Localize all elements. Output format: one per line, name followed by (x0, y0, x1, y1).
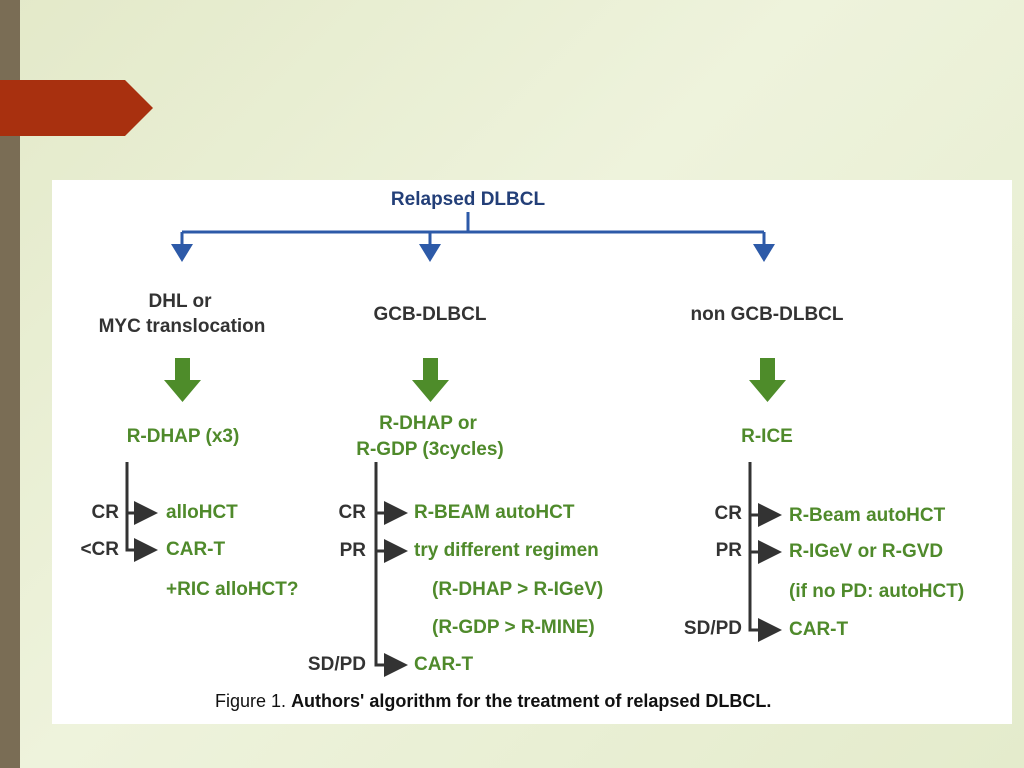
root-node-title: Relapsed DLBCL (390, 189, 546, 210)
caption-prefix: Figure 1. (215, 691, 287, 711)
col1-extra-note: +RIC alloHCT? (166, 579, 299, 600)
green-down-arrow (412, 358, 449, 402)
slide-title-tab (0, 80, 153, 136)
col2-extra-note: (R-GDP > R-MINE) (432, 617, 595, 638)
col1-heading-line1: DHL or (148, 291, 212, 312)
col1-response-outcome: CAR-T (166, 539, 226, 560)
figure-caption: Figure 1. Authors' algorithm for the tre… (215, 691, 771, 712)
blue-arrow-head (171, 244, 193, 262)
col1-response-outcome: alloHCT (166, 502, 238, 523)
col3-response-label: PR (715, 540, 742, 561)
col3-response-label: CR (714, 503, 742, 524)
col3-response-outcome: CAR-T (789, 619, 849, 640)
blue-arrow-head (419, 244, 441, 262)
col2-response-outcome: try different regimen (414, 540, 599, 561)
col1-response-label: <CR (80, 539, 119, 560)
col3-treatment: R-ICE (741, 426, 793, 447)
caption-text: Authors' algorithm for the treatment of … (291, 691, 772, 711)
col3-extra-note: (if no PD: autoHCT) (789, 581, 965, 602)
col2-response-outcome: CAR-T (414, 654, 474, 675)
col3-heading: non GCB-DLBCL (690, 304, 844, 325)
col2-treatment-line1: R-DHAP or (379, 413, 477, 434)
figure-panel (52, 180, 1012, 724)
col2-treatment-line2: R-GDP (3cycles) (356, 439, 504, 460)
slide-sidebar-bar (0, 0, 20, 768)
col1-response-label: CR (91, 502, 119, 523)
col3-response-outcome: R-IGeV or R-GVD (789, 541, 944, 562)
col2-response-label: CR (338, 502, 366, 523)
col2-response-label: SD/PD (307, 654, 366, 675)
col3-response-label: SD/PD (683, 618, 742, 639)
col3-response-outcome: R-Beam autoHCT (789, 505, 946, 526)
blue-arrow-head (753, 244, 775, 262)
col2-response-outcome: R-BEAM autoHCT (414, 502, 575, 523)
col2-heading: GCB-DLBCL (373, 304, 487, 325)
col2-response-label: PR (339, 540, 366, 561)
col1-treatment: R-DHAP (x3) (126, 426, 240, 447)
col2-extra-note: (R-DHAP > R-IGeV) (432, 579, 604, 600)
blue-split-arrows (180, 212, 766, 246)
green-down-arrow (164, 358, 201, 402)
col1-heading-line2: MYC translocation (98, 316, 266, 337)
green-down-arrow (749, 358, 786, 402)
